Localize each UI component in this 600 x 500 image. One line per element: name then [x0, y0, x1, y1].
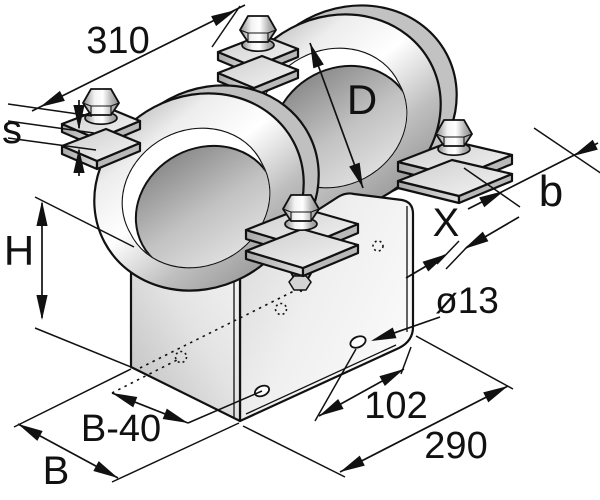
dim-label-B: B	[43, 449, 70, 493]
dimension-290: 290	[242, 335, 514, 478]
front-upper-lug	[60, 88, 142, 171]
front-pipe-clamp	[60, 88, 360, 293]
rear-lower-bolt	[435, 119, 473, 157]
dim-label-102: 102	[364, 385, 427, 427]
dimension-102: 102	[314, 346, 428, 427]
dim-label-H: H	[4, 227, 34, 274]
rear-upper-bolt	[239, 15, 277, 53]
bracket-hole-13mm	[349, 335, 367, 349]
hidden-hole	[274, 302, 288, 316]
dim-label-b: b	[539, 167, 563, 216]
dimension-B-40: B-40	[81, 358, 263, 450]
dimension-X: X	[405, 201, 520, 279]
dimension-hole-diameter: ø13	[369, 280, 499, 347]
hidden-hole	[174, 350, 188, 364]
dimension-annotations: 310 s H D	[2, 4, 600, 493]
dimension-310: 310	[31, 4, 246, 113]
dimension-B: B	[13, 368, 240, 493]
front-lower-lug	[244, 194, 360, 293]
dimension-s: s	[2, 100, 97, 176]
dim-label-hole-diameter: ø13	[435, 280, 499, 321]
hidden-hole	[372, 240, 384, 252]
dimension-b: b	[463, 127, 600, 216]
dim-label-D: D	[347, 76, 377, 123]
rear-upper-lug	[216, 15, 300, 98]
front-lower-bolt	[282, 194, 320, 232]
dimension-D: D	[304, 41, 377, 190]
dim-label-310: 310	[86, 20, 149, 62]
dim-label-B-40: B-40	[81, 408, 161, 450]
dim-label-290: 290	[424, 425, 487, 467]
dim-label-s: s	[2, 108, 22, 152]
dim-label-X: X	[433, 201, 460, 245]
dimension-H: H	[4, 196, 135, 368]
front-upper-bolt	[82, 88, 120, 126]
rear-lower-lug	[396, 119, 514, 205]
